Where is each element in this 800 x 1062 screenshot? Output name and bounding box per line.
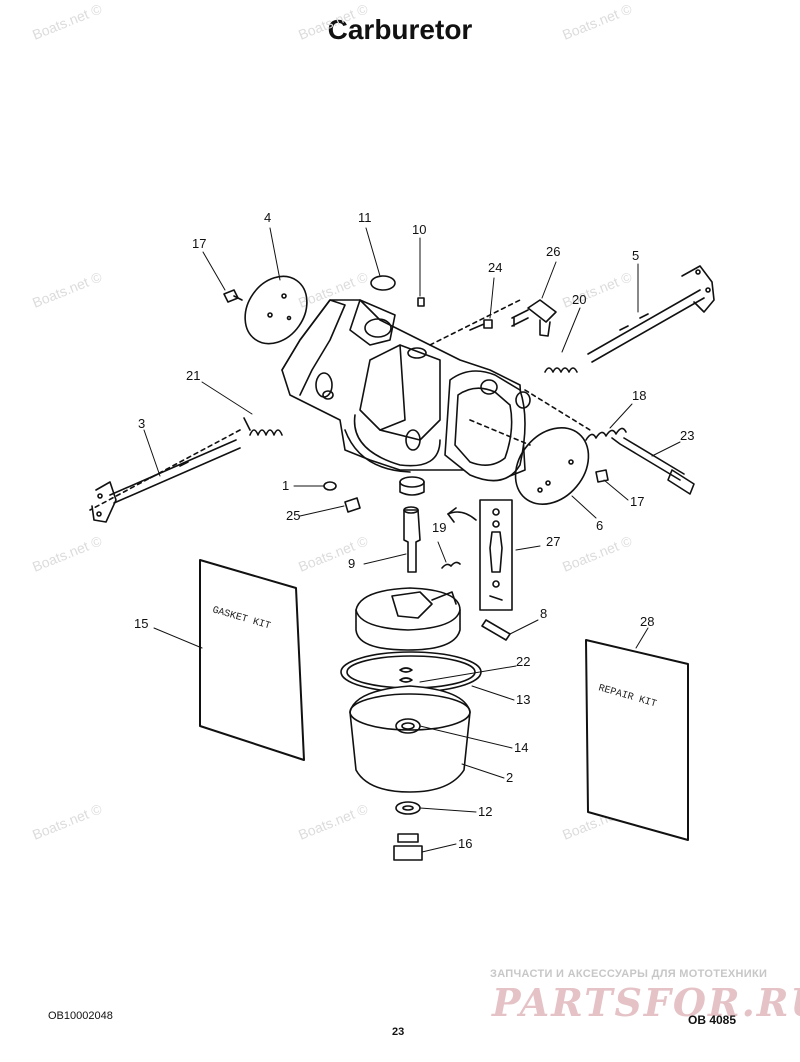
callout-15: 15 (134, 616, 148, 631)
callout-14: 14 (514, 740, 528, 755)
assembly-line (429, 299, 521, 346)
throttle-plate (244, 275, 308, 345)
callout-26: 26 (546, 244, 560, 259)
callout-6: 6 (596, 518, 603, 533)
page-number: 23 (392, 1026, 405, 1038)
callout-8: 8 (540, 606, 547, 621)
assembly-line (524, 389, 591, 431)
idle-needle (611, 437, 695, 495)
plug (417, 297, 425, 307)
callout-18: 18 (632, 388, 646, 403)
choke-plate (514, 427, 590, 505)
callout-21: 21 (186, 368, 200, 383)
screw (223, 289, 243, 303)
inlet-needle-kit (479, 499, 513, 611)
float (355, 587, 461, 651)
welch-plug (370, 275, 396, 291)
clip (323, 481, 337, 491)
footer-left-code: OB10002048 (48, 1010, 113, 1022)
repair-kit: REPAIR KIT (585, 639, 689, 841)
callout-10: 10 (412, 222, 426, 237)
callout-3: 3 (138, 416, 145, 431)
assembly-line (469, 419, 531, 446)
callout-12: 12 (478, 804, 492, 819)
callout-5: 5 (632, 248, 639, 263)
callout-19: 19 (432, 520, 446, 535)
promo-logo: PARTSFOR.RU (492, 980, 800, 1025)
screw (595, 469, 609, 483)
promo-tagline: ЗАПЧАСТИ И АКСЕССУАРЫ ДЛЯ МОТОТЕХНИКИ (490, 968, 768, 980)
callout-27: 27 (546, 534, 560, 549)
gasket-kit: GASKET KIT (199, 559, 305, 761)
callout-13: 13 (516, 692, 530, 707)
washer (395, 801, 421, 815)
screw (344, 497, 361, 513)
leader-lines (143, 227, 681, 853)
float-bowl (349, 685, 471, 793)
callout-24: 24 (488, 260, 502, 275)
footer-right-code: OB 4085 (688, 1013, 737, 1027)
callout-20: 20 (572, 292, 586, 307)
spring (441, 561, 461, 569)
screw (469, 319, 493, 331)
throttle-shaft (91, 439, 241, 523)
page-title: Carburetor (327, 14, 473, 45)
callout-17: 17 (192, 236, 206, 251)
fuel-fitting (511, 299, 557, 337)
float-pin (481, 619, 511, 641)
callout-17-right: 17 (630, 494, 644, 509)
spring (544, 367, 578, 373)
callout-22: 22 (516, 654, 530, 669)
callout-16: 16 (458, 836, 472, 851)
spring (585, 427, 627, 441)
washer-hole (402, 805, 414, 811)
callout-25: 25 (286, 508, 300, 523)
callout-4: 4 (264, 210, 271, 225)
callout-11: 11 (358, 210, 372, 225)
drain-plug (393, 833, 423, 861)
choke-shaft (587, 265, 715, 363)
assembly-line (89, 429, 241, 511)
callout-9: 9 (348, 556, 355, 571)
callout-1: 1 (282, 478, 289, 493)
arrow-head (447, 507, 457, 523)
carburetor-body (281, 299, 531, 496)
spring-hook (243, 417, 251, 431)
bowl-gasket-inner (346, 655, 476, 689)
main-jet (403, 506, 421, 573)
spring (249, 429, 283, 436)
callout-23: 23 (680, 428, 694, 443)
callout-28: 28 (640, 614, 654, 629)
callout-2: 2 (506, 770, 513, 785)
